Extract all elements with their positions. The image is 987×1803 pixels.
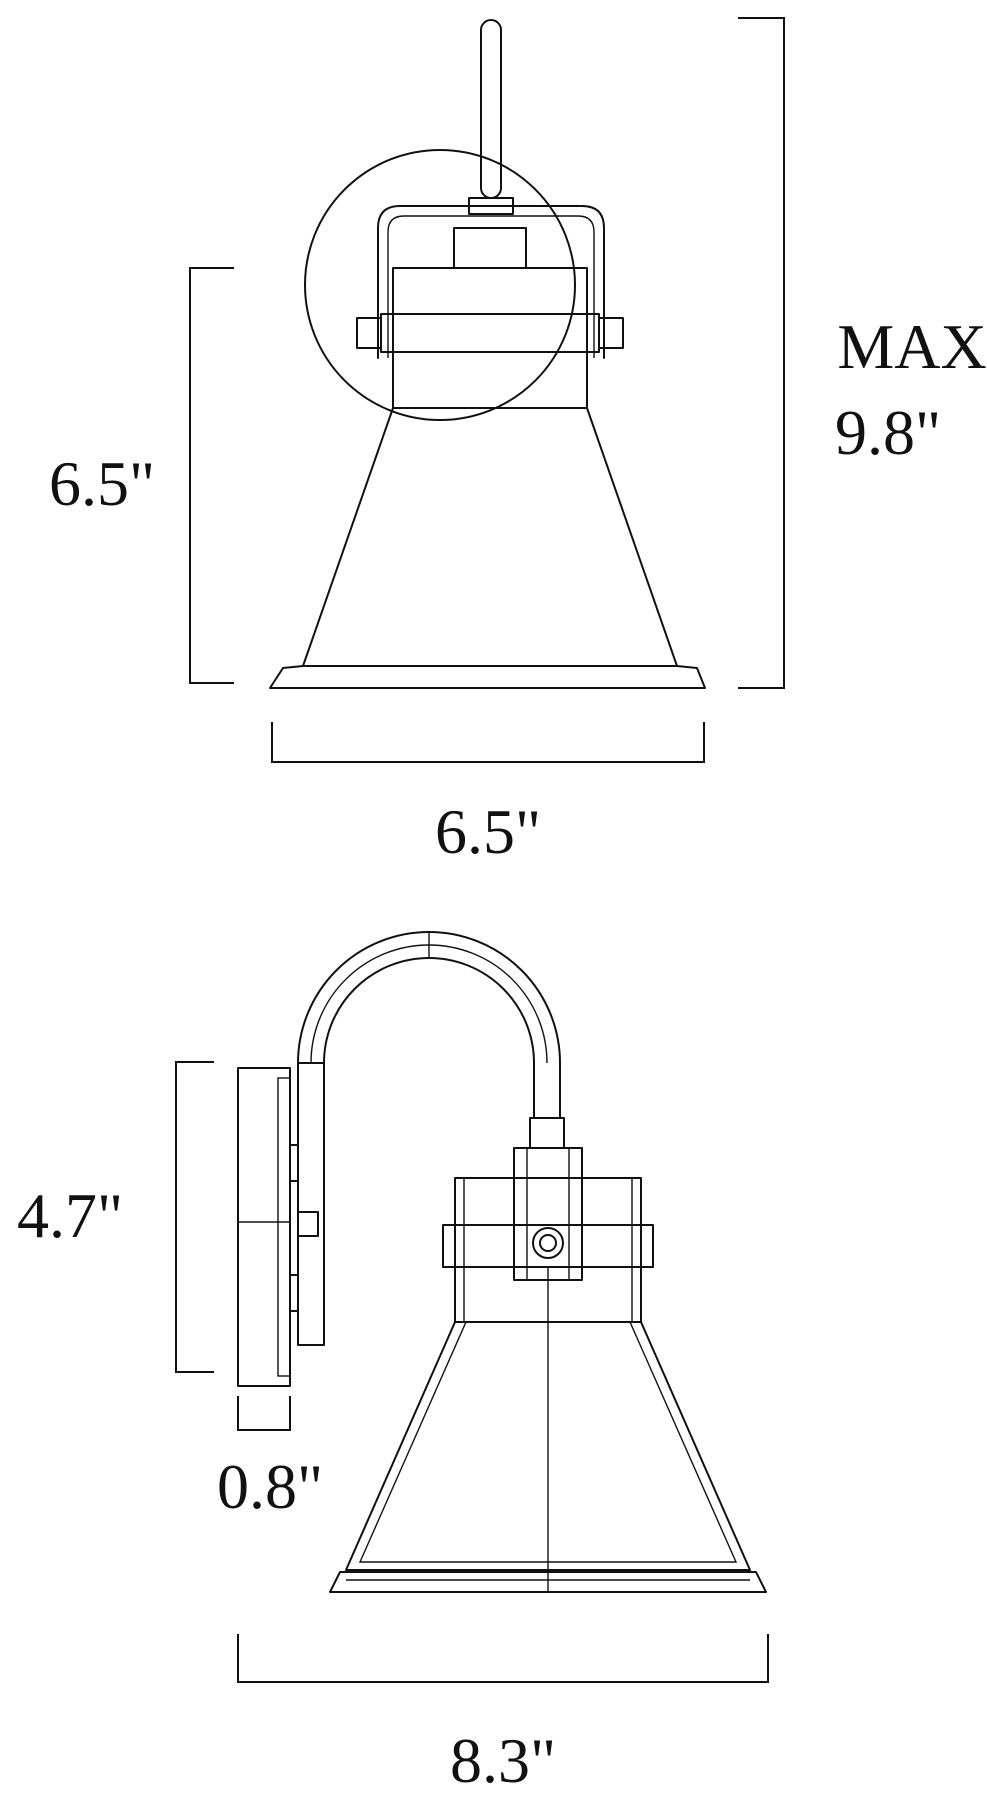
shade-rim (269, 665, 706, 689)
front-width-label: 6.5" (435, 796, 541, 867)
side-shade-band (442, 1224, 654, 1268)
right-knob (598, 317, 624, 349)
front-height-bracket (189, 267, 234, 684)
stem-rod (480, 19, 502, 199)
extension-label: 8.3" (450, 1725, 556, 1796)
left-knob (356, 317, 382, 349)
max-label-line2: 9.8" (835, 397, 941, 468)
gooseneck-arm-inner (323, 957, 535, 1119)
backplate-height-label: 4.7" (17, 1180, 123, 1251)
socket-cap (453, 227, 527, 269)
gooseneck-arm-outer (297, 931, 561, 1119)
socket-housing (513, 1147, 583, 1281)
arm-bolt (297, 1211, 319, 1237)
max-height-bracket (738, 17, 785, 689)
side-view-fixture (237, 931, 767, 1593)
shade-neck (392, 267, 588, 409)
front-height-label: 6.5" (49, 448, 155, 519)
backplate-depth-bracket (237, 1396, 291, 1431)
mounting-screw-top (289, 1144, 299, 1182)
max-label-line1: MAX (837, 311, 986, 382)
conical-shade (302, 407, 678, 667)
adjustment-knob (532, 1227, 564, 1259)
front-width-bracket (271, 722, 705, 763)
backplate-circle (304, 149, 576, 421)
mounting-screw-bottom (289, 1274, 299, 1312)
side-shade-rim (329, 1571, 767, 1593)
backplate-height-bracket (175, 1061, 214, 1373)
arm-coupling (529, 1117, 565, 1149)
backplate-depth-label: 0.8" (217, 1451, 323, 1522)
extension-bracket (237, 1634, 769, 1683)
yoke-bracket (377, 205, 605, 359)
front-view-fixture (269, 19, 706, 689)
arm-base (297, 1062, 325, 1346)
side-backplate (237, 1067, 291, 1387)
